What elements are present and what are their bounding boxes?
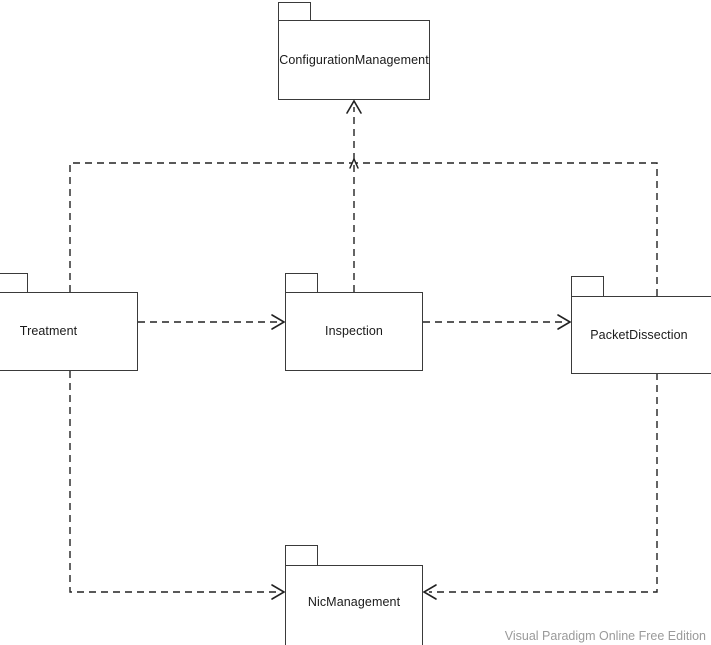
package-label: NicManagement	[307, 594, 401, 609]
dependency-line	[69, 371, 281, 593]
dependency-line	[356, 162, 658, 296]
dependency-treatment-to-nicmanagement[interactable]	[69, 371, 286, 600]
package-tab	[0, 273, 28, 293]
dependency-treatment-to-configurationmanagement[interactable]	[69, 162, 352, 292]
package-body: ConfigurationManagement	[278, 20, 430, 100]
package-body: Inspection	[285, 292, 423, 371]
package-body: PacketDissection	[571, 296, 711, 374]
open-arrowhead-icon	[271, 584, 286, 600]
package-tab	[285, 545, 318, 566]
dependency-inspection-to-configurationmanagement[interactable]	[346, 99, 362, 292]
open-arrowhead-icon	[271, 314, 286, 330]
package-label: ConfigurationManagement	[279, 52, 429, 67]
dependency-packetdissection-to-configurationmanagement[interactable]	[356, 162, 658, 296]
package-label: Treatment	[19, 324, 78, 339]
package-label: PacketDissection	[590, 327, 688, 342]
open-arrowhead-icon	[557, 314, 572, 330]
package-body: Treatment	[0, 292, 138, 371]
package-tab	[285, 273, 318, 293]
package-tab	[571, 276, 604, 297]
open-arrowhead-icon	[346, 99, 362, 114]
dependency-treatment-to-inspection[interactable]	[138, 314, 286, 330]
open-arrowhead-icon	[422, 584, 437, 600]
dependency-packetdissection-to-nicmanagement[interactable]	[422, 373, 658, 600]
package-tab	[278, 2, 311, 21]
dependency-line	[429, 373, 658, 593]
package-body: NicManagement	[285, 565, 423, 645]
visual-paradigm-watermark: Visual Paradigm Online Free Edition	[504, 629, 706, 643]
dependency-inspection-to-packetdissection[interactable]	[423, 314, 572, 330]
package-label: Inspection	[325, 324, 383, 339]
open-arrowhead-icon	[349, 157, 359, 169]
dependency-line	[69, 162, 352, 292]
